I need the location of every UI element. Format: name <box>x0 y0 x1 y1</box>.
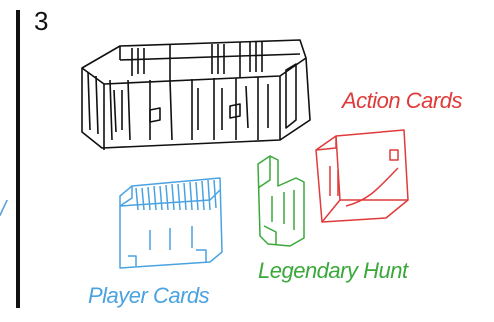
main-tray <box>81 39 311 150</box>
action-cards-tray <box>315 129 409 223</box>
action-cards-label: Action Cards <box>342 88 462 113</box>
edge-mark: / <box>0 196 7 221</box>
player-cards-label: Player Cards <box>88 283 210 308</box>
legendary-hunt-tray <box>257 155 305 247</box>
legendary-hunt-label: Legendary Hunt <box>258 258 408 283</box>
step-number: 3 <box>34 6 49 36</box>
player-cards-tray <box>119 177 223 269</box>
divider-line <box>16 10 20 308</box>
